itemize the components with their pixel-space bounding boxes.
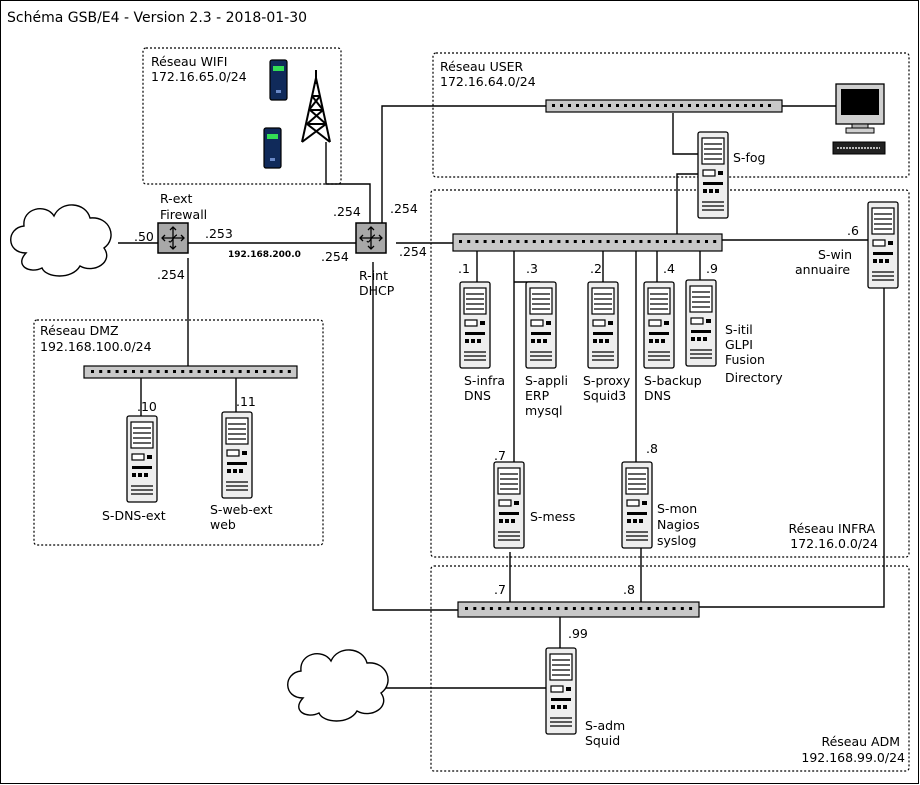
sappli-label: S-appli [525,373,568,388]
server-icon [587,281,619,369]
adm-zone-name: Réseau ADM [821,734,900,749]
sitil-label: S-itil [725,322,753,337]
user-zone-name: Réseau USER [440,59,524,74]
router-icon [157,222,189,254]
smess-ip: .7 [494,448,506,463]
server-icon [525,281,557,369]
server-icon [685,279,717,367]
smon-label: S-mon [657,501,697,516]
sproxy-ip: .2 [590,261,602,276]
rint-ip-top-right: .254 [390,201,418,216]
wifi-device-icon [263,127,282,169]
sappli-role2: mysql [525,403,563,418]
smon-ip: .8 [646,441,658,456]
sbackup-label: S-backup [644,373,702,388]
sitil-role3: Directory [725,370,783,385]
antenna-icon [301,70,331,143]
sproxy-label: S-proxy [583,373,631,388]
sadm-ip: .99 [568,626,588,641]
dmz-zone-net: 192.168.100.0/24 [40,339,152,354]
wifi-zone-name: Réseau WIFI [151,54,228,69]
adm-zone-net: 192.168.99.0/24 [801,750,905,765]
wifi-zone-net: 172.16.65.0/24 [151,69,247,84]
sitil-role2: Fusion [725,352,765,367]
adm-mess-ip: .7 [494,582,506,597]
adm-switch [457,601,700,618]
swebext-ip: .11 [236,394,256,409]
dmz-zone [33,319,324,546]
server-icon [867,201,899,289]
transit-link-label: 192.168.200.0 [228,250,301,260]
sdnsext-label: S-DNS-ext [102,508,166,523]
sadm-label: S-adm [585,718,625,733]
rext-role: Firewall [160,207,207,222]
user-zone-net: 172.16.64.0/24 [440,74,536,89]
smess-label: S-mess [530,509,575,524]
sappli-ip: .3 [526,261,538,276]
cloud-icon [287,649,389,722]
server-icon [126,415,158,503]
sproxy-role: Squid3 [583,388,626,403]
adm-zone [430,565,910,772]
sdnsext-ip: .10 [137,399,157,414]
sinfra-ip: .1 [458,261,470,276]
rext-ip-right: .253 [205,226,233,241]
user-zone [432,52,910,178]
sinfra-role: DNS [464,388,491,403]
swebext-role: web [210,517,236,532]
smon-role2: syslog [657,533,696,548]
rint-ip-right: .254 [399,244,427,259]
keyboard-icon [832,141,886,155]
infra-zone-net: 172.16.0.0/24 [790,536,878,551]
server-icon [545,647,577,735]
dmz-switch [83,365,298,379]
sitil-ip: .9 [706,261,718,276]
smon-role: Nagios [657,517,700,532]
rint-label: R-int [359,268,388,283]
server-icon [459,281,491,369]
diagram-title: Schéma GSB/E4 - Version 2.3 - 2018-01-30 [7,10,307,26]
router-icon [355,222,387,254]
monitor-icon [835,83,885,134]
sinfra-label: S-infra [464,373,505,388]
server-icon [621,461,653,549]
sfog-label: S-fog [733,150,765,165]
swin-role: annuaire [795,262,850,277]
sadm-role: Squid [585,733,620,748]
rext-ip-down: .254 [157,267,185,282]
server-icon [643,281,675,369]
cloud-icon [10,204,112,277]
sappli-role: ERP [525,388,550,403]
rext-label: R-ext [160,191,193,206]
infra-zone [430,189,910,558]
sbackup-ip: .4 [663,261,675,276]
swin-label: S-win [818,247,852,262]
dmz-zone-name: Réseau DMZ [40,323,119,338]
sitil-role: GLPI [725,337,753,352]
rint-ip-top-left: .254 [333,204,361,219]
wifi-zone [142,47,342,185]
infra-zone-name: Réseau INFRA [788,521,875,536]
infra-switch [452,233,723,252]
server-icon [697,131,729,219]
wifi-device-icon [269,59,288,101]
swin-ip: .6 [847,223,859,238]
user-switch [545,99,783,113]
sbackup-role: DNS [644,388,671,403]
adm-mon-ip: .8 [623,582,635,597]
rint-role: DHCP [359,283,395,298]
server-icon [221,411,253,499]
rint-ip-left: .254 [321,249,349,264]
rext-ip-left: .50 [134,229,154,244]
swebext-label: S-web-ext [210,502,273,517]
server-icon [493,461,525,549]
